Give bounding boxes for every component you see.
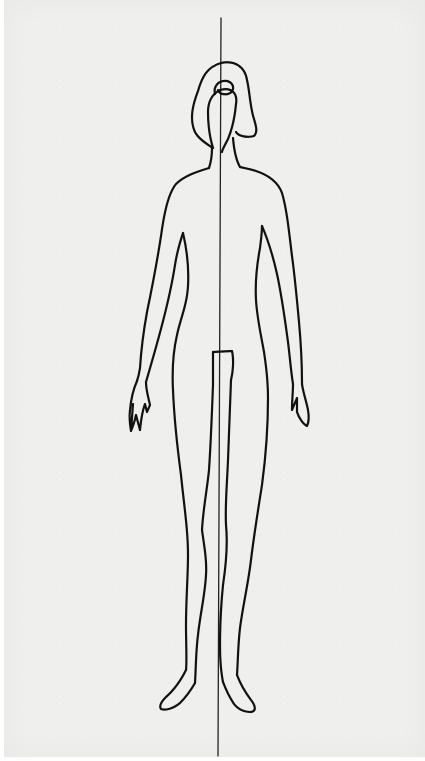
left-leg-inner (195, 352, 213, 683)
neck-left (209, 148, 212, 168)
right-leg-outer (237, 352, 268, 675)
left-torso-side (173, 233, 189, 390)
neck-right (233, 138, 240, 167)
left-leg-outer (173, 390, 188, 670)
face-outline (208, 89, 236, 152)
right-arm-inner (262, 226, 293, 384)
left-arm-inner (146, 233, 183, 382)
right-foot (223, 675, 255, 712)
right-torso-side (256, 226, 264, 352)
crotch-outline (213, 351, 233, 380)
left-foot (160, 670, 195, 710)
hair-outline (192, 62, 256, 148)
right-hand (292, 384, 309, 426)
left-hand (130, 381, 150, 431)
right-arm-outer (240, 167, 302, 384)
right-leg-inner (220, 380, 231, 682)
